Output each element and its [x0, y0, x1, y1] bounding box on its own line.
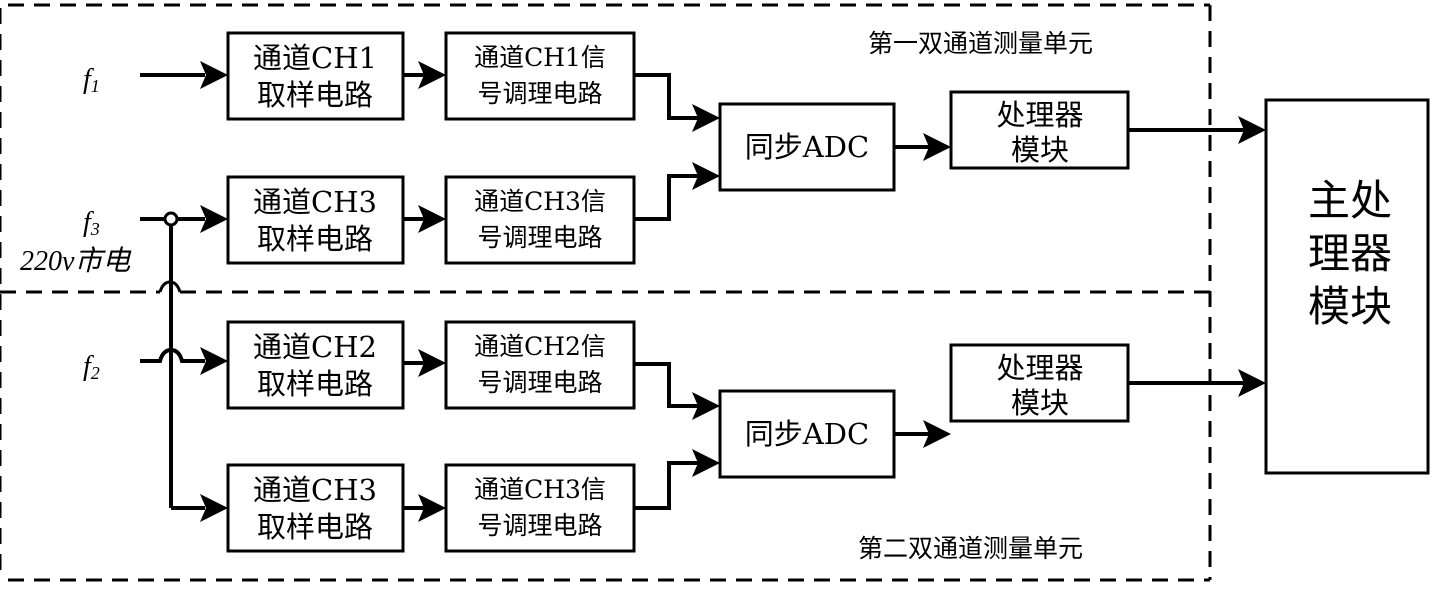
processor-to-main-arrows [1128, 116, 1266, 397]
sampling-ch2-box: 通道CH2 取样电路 [226, 320, 405, 410]
main-processor-box: 主处 理器 模块 [1264, 98, 1430, 475]
arrow-icon [692, 162, 720, 190]
arrow-icon [418, 349, 446, 377]
svg-text:通道CH2: 通道CH2 [253, 330, 377, 364]
svg-text:取样电路: 取样电路 [257, 222, 373, 256]
conditioning-ch3-bottom-box: 通道CH3信 号调理电路 [444, 463, 636, 553]
second-unit-label: 第二双通道测量单元 [858, 534, 1083, 563]
first-unit-label: 第一双通道测量单元 [868, 29, 1093, 58]
svg-text:通道CH3信: 通道CH3信 [474, 475, 606, 504]
sampling-to-conditioning-arrows [403, 61, 446, 522]
mains-label: 220v市电 [20, 246, 132, 277]
conditioning-to-adc-wires [634, 73, 720, 510]
sampling-ch1-box: 通道CH1 取样电路 [226, 31, 405, 121]
arrow-icon [692, 449, 720, 477]
conditioning-ch3-top-box: 通道CH3信 号调理电路 [444, 175, 636, 265]
arrow-icon [418, 61, 446, 89]
svg-text:号调理电路: 号调理电路 [477, 223, 602, 252]
f2-wire [140, 347, 205, 363]
arrow-icon [692, 104, 720, 132]
arrow-icon [1238, 369, 1266, 397]
svg-text:取样电路: 取样电路 [257, 510, 373, 544]
arrow-icon [418, 205, 446, 233]
adc-to-processor-arrows [894, 133, 951, 448]
f3-branch-arrow-icon [200, 494, 228, 522]
svg-text:通道CH1: 通道CH1 [253, 41, 377, 75]
svg-text:通道CH2信: 通道CH2信 [474, 332, 606, 361]
processor-top-box: 处理器 模块 [949, 90, 1130, 170]
sampling-ch3-bottom-box: 通道CH3 取样电路 [226, 463, 405, 553]
f2-arrow-icon [200, 347, 228, 375]
svg-text:模块: 模块 [1011, 386, 1069, 420]
sampling-ch3-top-box: 通道CH3 取样电路 [226, 175, 405, 265]
arrow-icon [923, 133, 951, 161]
sync-adc-bottom-box: 同步ADC [718, 389, 896, 479]
svg-text:主处: 主处 [1308, 176, 1392, 225]
input-f1-label: f1 [83, 64, 100, 96]
input-wires [140, 61, 228, 522]
arrow-icon [418, 494, 446, 522]
svg-text:处理器: 处理器 [996, 351, 1083, 385]
processor-bottom-box: 处理器 模块 [949, 343, 1130, 423]
conditioning-ch1-box: 通道CH1信 号调理电路 [444, 31, 636, 121]
svg-text:号调理电路: 号调理电路 [477, 79, 602, 108]
arrow-icon [1238, 116, 1266, 144]
svg-text:通道CH3信: 通道CH3信 [474, 187, 606, 216]
svg-text:号调理电路: 号调理电路 [477, 511, 602, 540]
input-f3-label: f3 [83, 207, 100, 239]
svg-text:取样电路: 取样电路 [257, 367, 373, 401]
input-f2-label: f2 [83, 351, 100, 383]
svg-text:通道CH3: 通道CH3 [253, 473, 377, 507]
svg-text:取样电路: 取样电路 [257, 78, 373, 112]
unit-boundaries [0, 3, 1212, 582]
sync-adc-top-box: 同步ADC [718, 102, 896, 192]
svg-text:模块: 模块 [1308, 282, 1392, 331]
arrow-icon [923, 420, 951, 448]
svg-text:通道CH3: 通道CH3 [253, 185, 377, 219]
svg-text:同步ADC: 同步ADC [745, 130, 869, 164]
svg-text:模块: 模块 [1011, 133, 1069, 167]
f1-arrow-icon [200, 61, 228, 89]
arrow-icon [692, 392, 720, 420]
conditioning-ch2-box: 通道CH2信 号调理电路 [444, 320, 636, 410]
svg-text:处理器: 处理器 [996, 98, 1083, 132]
svg-text:理器: 理器 [1308, 229, 1392, 278]
svg-text:通道CH1信: 通道CH1信 [474, 43, 606, 72]
junction-dot [163, 211, 179, 227]
svg-text:号调理电路: 号调理电路 [477, 368, 602, 397]
f3-arrow-icon [200, 205, 228, 233]
svg-text:同步ADC: 同步ADC [745, 417, 869, 451]
